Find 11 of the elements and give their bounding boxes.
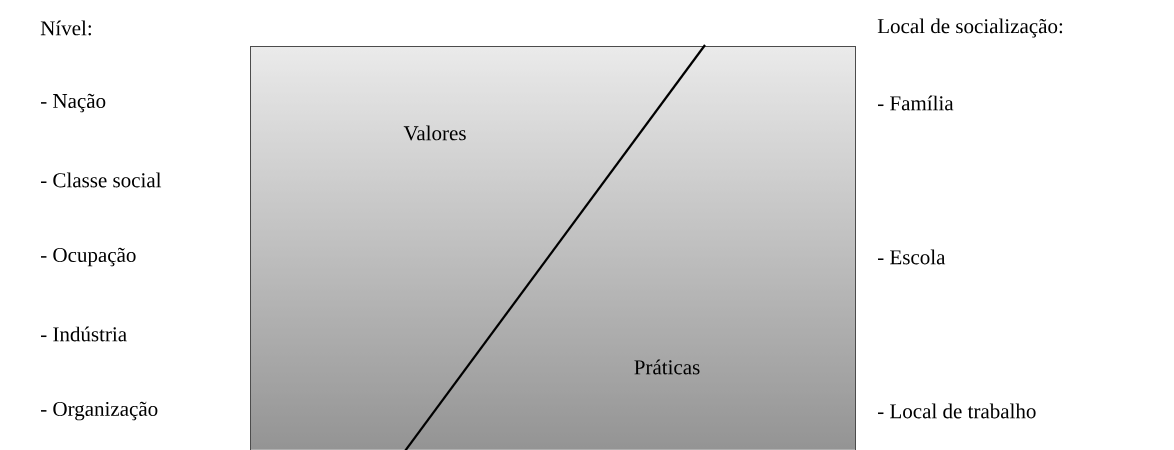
list-item: - Local de trabalho [878, 403, 1036, 419]
heading: Nível: [40, 20, 91, 36]
list-item: - Classe social [41, 172, 162, 188]
list-item: - Nação [41, 93, 106, 113]
list-item: - Indústria [41, 326, 127, 342]
list-item: - Família [878, 95, 954, 111]
box: Valores Práticas [250, 46, 856, 450]
list-item: - Organização [41, 401, 158, 421]
heading: Local de socialização: [877, 18, 1063, 38]
list-item: - Ocupação [41, 247, 136, 267]
list-item: - Escola [878, 249, 946, 265]
